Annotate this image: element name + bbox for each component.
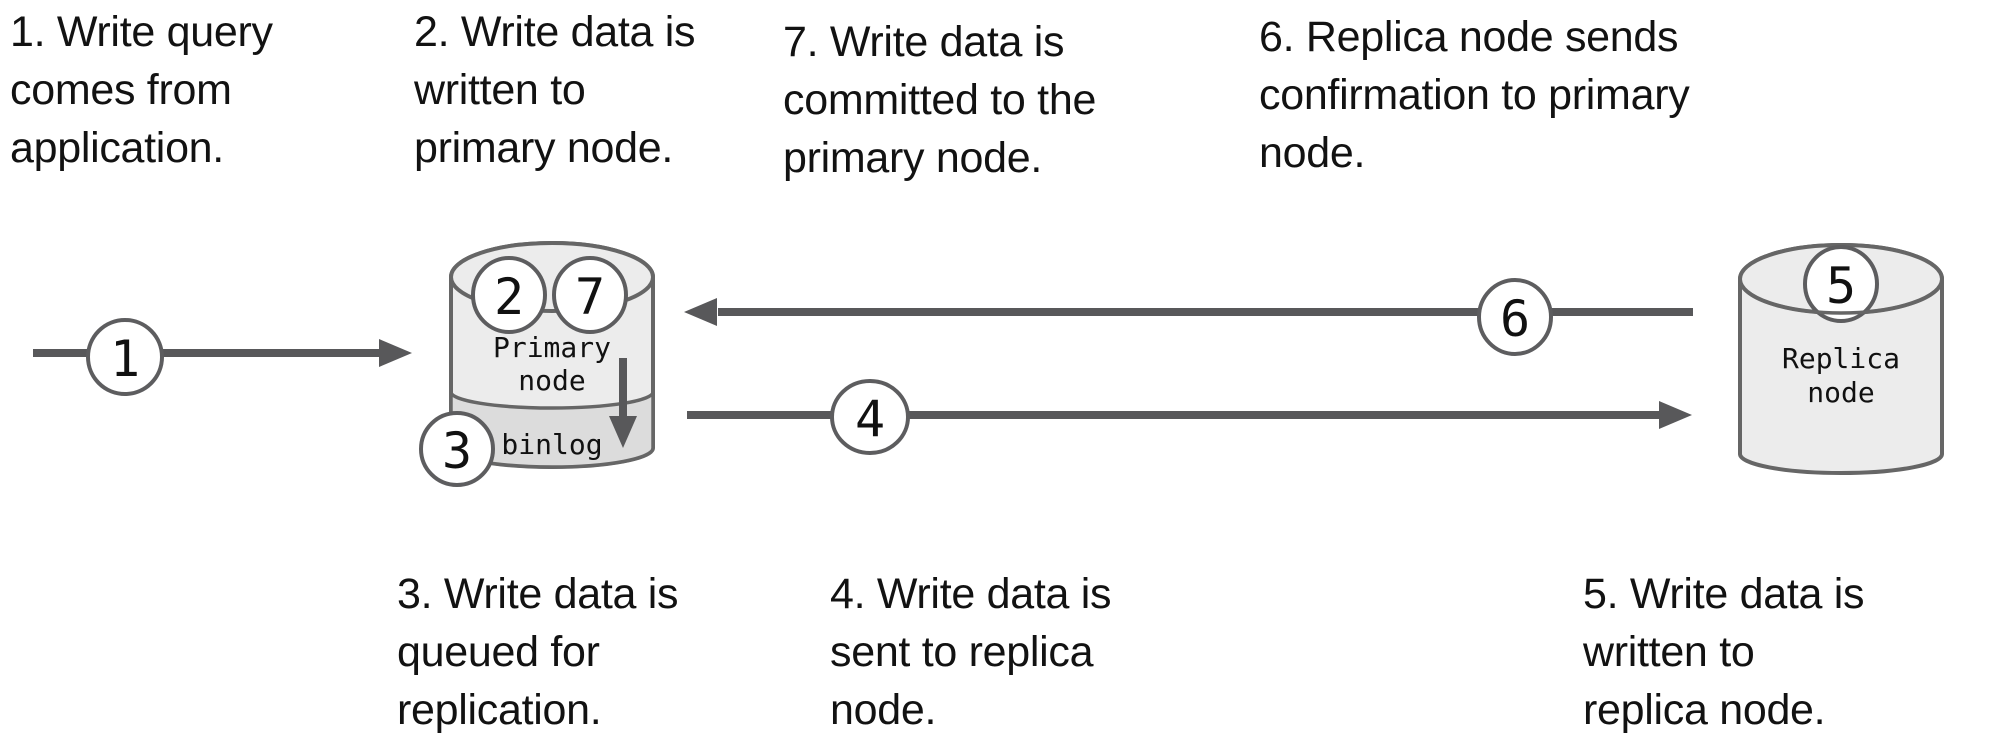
marker-1-circle [86, 318, 164, 396]
annotation-step-7: 7. Write data is committed to the primar… [783, 18, 1097, 182]
marker-5-circle [1803, 245, 1879, 323]
annotation-step-5: 5. Write data is written to replica node… [1583, 570, 1865, 734]
primary-node-label-line2: node [518, 364, 585, 397]
marker-1-number: 1 [110, 330, 140, 388]
marker-4-circle [830, 379, 910, 455]
binlog-label: binlog [501, 428, 602, 461]
marker-6-number: 6 [1500, 290, 1530, 348]
annotation-step-6: 6. Replica node sends confirmation to pr… [1259, 13, 1690, 177]
replica-node-label-line1: Replica [1782, 342, 1900, 375]
primary-node-label-line1: Primary [493, 331, 611, 364]
primary-node-binlog-band [449, 391, 655, 469]
annotation-step-2: 2. Write data is written to primary node… [414, 8, 696, 172]
binlog-down-arrow-head [609, 416, 637, 448]
marker-3-number: 3 [442, 422, 472, 480]
annotation-step-1: 1. Write query comes from application. [10, 8, 273, 172]
marker-7-number: 7 [575, 268, 605, 326]
arrow-6: 6 [684, 278, 1693, 356]
primary-node: 2 7 Primary node binlog 3 [419, 241, 655, 487]
replica-node-label-line2: node [1807, 376, 1874, 409]
marker-3-circle [419, 411, 495, 487]
replica-node: 5 Replica node [1738, 243, 1944, 475]
annotation-step-4: 4. Write data is sent to replica node. [830, 570, 1112, 734]
marker-5-number: 5 [1826, 257, 1856, 315]
marker-7-circle [552, 256, 628, 334]
marker-2-circle [471, 256, 547, 334]
marker-6-circle [1477, 278, 1553, 356]
arrow-6-head [684, 298, 717, 326]
arrow-1: 1 [33, 318, 412, 396]
arrow-1-head [379, 339, 412, 367]
marker-4-number: 4 [855, 390, 885, 448]
arrow-4: 4 [687, 379, 1692, 455]
replica-node-top-ellipse-front-arc [1738, 278, 1944, 315]
annotation-step-3: 3. Write data is queued for replication. [397, 570, 679, 734]
arrow-4-head [1659, 401, 1692, 429]
marker-2-number: 2 [494, 268, 524, 326]
